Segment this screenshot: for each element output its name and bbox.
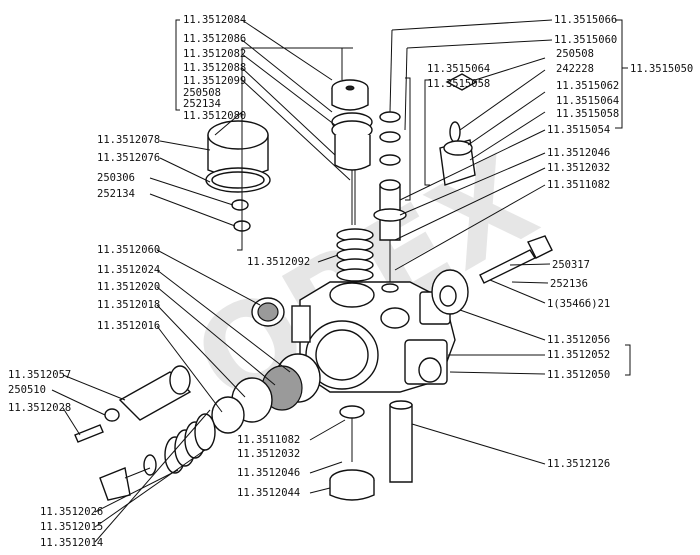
label-250508-left: 250508 xyxy=(183,87,221,99)
label-3512024: 11.3512024 xyxy=(97,264,160,276)
label-250510: 250510 xyxy=(8,384,46,396)
label-3515058-right: 11.3515058 xyxy=(556,108,619,120)
label-3512032-bottom: 11.3512032 xyxy=(237,448,300,460)
spring-upper xyxy=(336,228,374,282)
label-3515064-right: 11.3515064 xyxy=(556,95,619,107)
label-3515066: 11.3515066 xyxy=(554,14,617,26)
label-3512028: 11.3512028 xyxy=(8,402,71,414)
banjo-washer xyxy=(431,269,469,315)
label-250508-right: 250508 xyxy=(556,48,594,60)
label-3546621: 1(3546б)21 xyxy=(547,298,610,310)
screw xyxy=(74,424,104,443)
label-3512086: 11.3512086 xyxy=(183,33,246,45)
group-brackets xyxy=(175,19,631,376)
label-3512046-top: 11.3512046 xyxy=(547,147,610,159)
label-3512046-bottom: 11.3512046 xyxy=(237,467,300,479)
label-3515064: 11.3515064 xyxy=(427,63,490,75)
label-3512126: 11.3512126 xyxy=(547,458,610,470)
label-3512052: 11.3512052 xyxy=(547,349,610,361)
left-seal-rings xyxy=(211,353,321,434)
part-labels: 11.3512084 11.3512086 11.3512082 11.3512… xyxy=(8,14,693,549)
label-3512084: 11.3512084 xyxy=(183,14,246,26)
right-fitting xyxy=(439,73,478,186)
label-3512082: 11.3512082 xyxy=(183,48,246,60)
label-3511082-bottom: 11.3511082 xyxy=(237,434,300,446)
label-3512088: 11.3512088 xyxy=(183,62,246,74)
label-252134-left: 252134 xyxy=(183,98,221,110)
label-3512016: 11.3512016 xyxy=(97,320,160,332)
label-3512044: 11.3512044 xyxy=(237,487,300,499)
label-3512060: 11.3512060 xyxy=(97,244,160,256)
label-250306: 250306 xyxy=(97,172,135,184)
label-3512015: 11.3512015 xyxy=(40,521,103,533)
label-252136: 252136 xyxy=(550,278,588,290)
label-3512018: 11.3512018 xyxy=(97,299,160,311)
label-242228: 242228 xyxy=(556,63,594,75)
label-3512080: 11.3512080 xyxy=(183,110,246,122)
label-3512026: 11.3512026 xyxy=(40,506,103,518)
label-3512092: 11.3512092 xyxy=(247,256,310,268)
filter-disc xyxy=(251,297,285,327)
label-3511082-top: 11.3511082 xyxy=(547,179,610,191)
tube xyxy=(389,400,413,483)
label-250317: 250317 xyxy=(552,259,590,271)
label-3515058: 11.3515058 xyxy=(427,78,490,90)
right-valve-stack xyxy=(373,111,407,293)
label-3515060: 11.3515060 xyxy=(554,34,617,46)
washer xyxy=(231,199,249,211)
label-3512099: 11.3512099 xyxy=(183,75,246,87)
label-3512032-top: 11.3512032 xyxy=(547,162,610,174)
valve-poppet xyxy=(99,454,157,501)
label-3512076: 11.3512076 xyxy=(97,152,160,164)
label-3512078: 11.3512078 xyxy=(97,134,160,146)
label-3512057: 11.3512057 xyxy=(8,369,71,381)
label-3512056: 11.3512056 xyxy=(547,334,610,346)
threaded-nozzle xyxy=(104,365,192,422)
label-3512020: 11.3512020 xyxy=(97,281,160,293)
spring-lower xyxy=(164,413,216,474)
cover-cap xyxy=(205,120,271,193)
label-3515050: 11.3515050 xyxy=(630,63,693,75)
bolt xyxy=(479,235,553,284)
top-plug-stack xyxy=(331,79,373,225)
label-3512050: 11.3512050 xyxy=(547,369,610,381)
label-3515054: 11.3515054 xyxy=(547,124,610,136)
label-3515062: 11.3515062 xyxy=(556,80,619,92)
label-3512014: 11.3512014 xyxy=(40,537,103,549)
bottom-plug xyxy=(329,405,375,501)
leader-lines xyxy=(51,19,553,543)
label-252134-mid: 252134 xyxy=(97,188,135,200)
